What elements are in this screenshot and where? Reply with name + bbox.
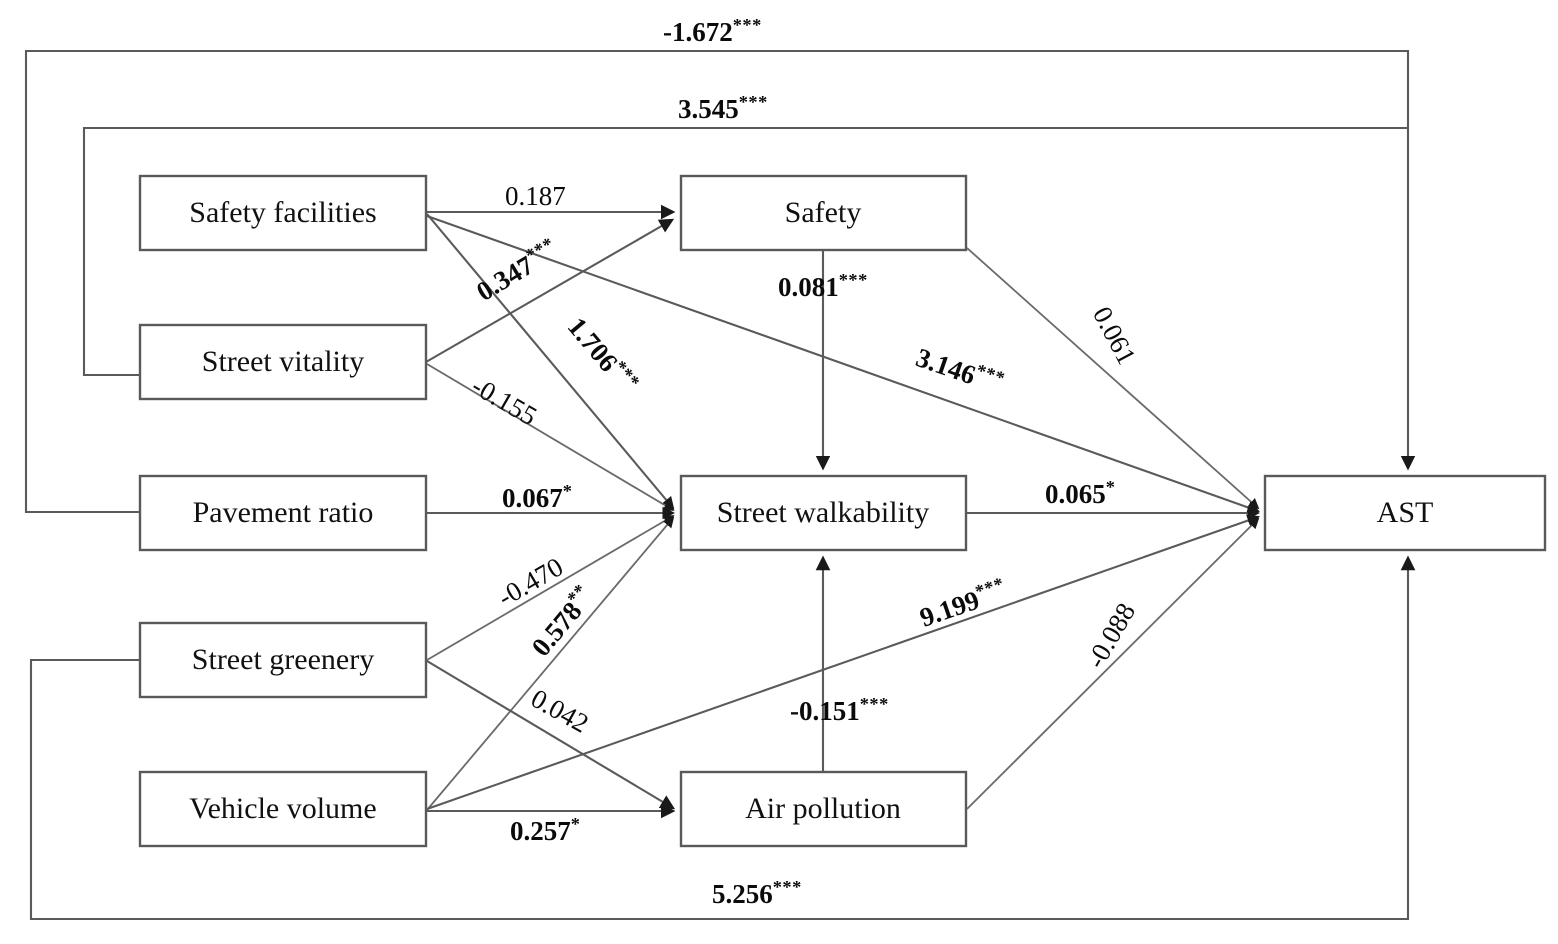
node-safety[interactable]: Safety: [679, 174, 968, 252]
coef-air-pollution-to-walkability: -0.151***: [790, 694, 889, 726]
node-label: Vehicle volume: [189, 792, 376, 825]
node-label: Street greenery: [192, 643, 374, 676]
node-label: Safety facilities: [189, 196, 376, 229]
node-box: [679, 474, 968, 552]
edge-street-vitality-to-walkability: [426, 363, 675, 511]
node-box: [679, 174, 968, 252]
edge-vehicle-volume-to-ast: [426, 514, 1260, 810]
coef-street-vitality-to-ast: 3.545***: [678, 92, 768, 124]
node-box: [1263, 474, 1547, 552]
coef-pavement-ratio-to-walkability: 0.067*: [502, 481, 573, 513]
edge-street-greenery-to-air-pollution: [426, 660, 676, 810]
edge-safety-facilities-to-walkability: [426, 213, 675, 510]
edge-safety-to-ast: [966, 247, 1260, 510]
coef-vehicle-volume-to-air-pollution: 0.257*: [510, 814, 581, 846]
coef-pavement-ratio-to-ast: -1.672***: [663, 15, 762, 47]
node-label: Safety: [785, 196, 862, 229]
node-vehicle-volume[interactable]: Vehicle volume: [138, 770, 428, 848]
edge-street-vitality-to-safety: [425, 218, 675, 363]
edge-safety-facilities-to-ast: [426, 215, 1260, 514]
edge-pavement-ratio-to-ast: [24, 49, 1416, 514]
node-box: [138, 621, 428, 699]
edge-air-pollution-to-ast: [966, 517, 1260, 810]
coef-safety-facilities-to-safety: 0.187: [505, 181, 566, 211]
node-street-walkability[interactable]: Street walkability: [679, 474, 968, 552]
node-box: [679, 770, 968, 848]
node-safety-facilities[interactable]: Safety facilities: [138, 174, 428, 252]
node-label: AST: [1377, 496, 1434, 529]
node-street-greenery[interactable]: Street greenery: [138, 621, 428, 699]
node-label: Pavement ratio: [193, 496, 374, 529]
node-street-vitality[interactable]: Street vitality: [138, 323, 428, 401]
edge-vehicle-volume-to-walkability: [426, 516, 675, 811]
node-box: [138, 474, 428, 552]
node-ast[interactable]: AST: [1263, 474, 1547, 552]
node-air-pollution[interactable]: Air pollution: [679, 770, 968, 848]
coef-safety-to-walkability: 0.081***: [778, 270, 868, 302]
node-label: Street vitality: [202, 345, 364, 378]
coef-street-greenery-to-ast: 5.256***: [712, 877, 802, 909]
node-box: [138, 323, 428, 401]
node-box: [138, 174, 428, 252]
coef-walkability-to-ast: 0.065*: [1045, 477, 1116, 509]
node-label: Air pollution: [745, 792, 901, 825]
node-label: Street walkability: [717, 496, 929, 529]
edge-street-greenery-to-ast: [29, 555, 1416, 921]
node-pavement-ratio[interactable]: Pavement ratio: [138, 474, 428, 552]
node-box: [138, 770, 428, 848]
edge-street-greenery-to-walkability: [426, 515, 675, 661]
edge-street-vitality-to-ast: [82, 126, 1408, 377]
